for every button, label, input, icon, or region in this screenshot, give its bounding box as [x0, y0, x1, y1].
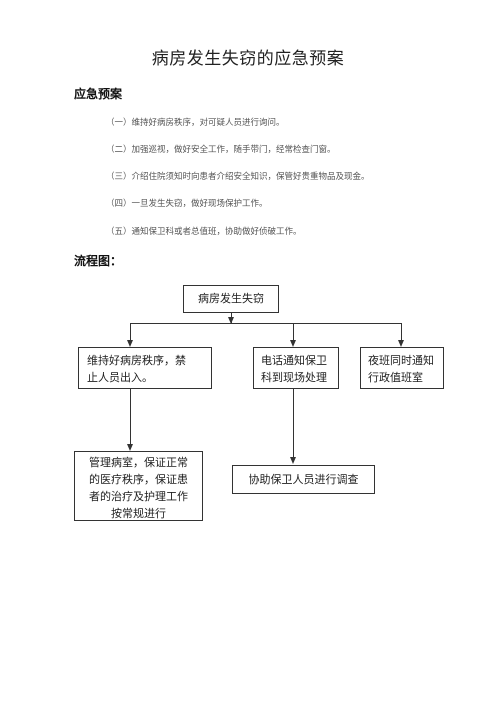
flow-box-maintain-order: 维持好病房秩序，禁 止人员出入。 — [78, 347, 212, 389]
plan-item-1: （一）维持好病房秩序，对可疑人员进行询问。 — [106, 118, 285, 128]
flow-box-assist-investigation: 协助保卫人员进行调查 — [232, 465, 375, 494]
flow-night-shift-line-1: 夜班同时通知 — [368, 354, 434, 367]
plan-heading: 应急预案 — [74, 87, 123, 101]
flow-assist-investigation-label: 协助保卫人员进行调查 — [248, 473, 359, 486]
flow-start-box: 病房发生失窃 — [183, 285, 279, 313]
flow-manage-ward-line-3: 者的治疗及护理工作 — [89, 490, 188, 503]
flow-box-manage-ward: 管理病室，保证正常 的医疗秩序，保证患 者的治疗及护理工作 按常规进行 — [74, 451, 203, 521]
flowchart-heading: 流程图： — [74, 254, 123, 268]
flow-maintain-order-line-2: 止人员出入。 — [87, 371, 153, 384]
arrow-head-left — [127, 340, 133, 347]
plan-item-5: （五）通知保卫科或者总值班，协助做好侦破工作。 — [106, 227, 302, 237]
arrow-head-right — [398, 340, 404, 347]
arrow-head-middle-down — [290, 457, 296, 464]
arrow-head-start — [228, 317, 234, 324]
flow-maintain-order-line-1: 维持好病房秩序，禁 — [87, 354, 186, 367]
plan-item-3: （三）介绍住院须知时向患者介绍安全知识，保管好贵重物品及现金。 — [106, 172, 370, 182]
flow-notify-security-line-2: 科到现场处理 — [261, 371, 327, 384]
flow-manage-ward-line-2: 的医疗秩序，保证患 — [89, 473, 188, 486]
connector-middle-down — [293, 389, 294, 462]
connector-left-down — [130, 389, 131, 449]
plan-item-2: （二）加强巡视，做好安全工作，随手带门，经常检查门窗。 — [106, 145, 336, 155]
connector-branch-left — [130, 323, 131, 340]
flow-box-notify-security: 电话通知保卫 科到现场处理 — [253, 347, 339, 389]
flow-notify-security-line-1: 电话通知保卫 — [261, 354, 327, 367]
connector-branch-right — [401, 323, 402, 340]
flow-box-night-shift: 夜班同时通知 行政值班室 — [360, 347, 444, 389]
plan-item-4: （四）一旦发生失窃，做好现场保护工作。 — [106, 199, 268, 209]
connector-branch-middle — [293, 323, 294, 340]
connector-horizontal-bar — [130, 323, 402, 324]
flow-manage-ward-line-4: 按常规进行 — [111, 507, 166, 520]
flow-start-label: 病房发生失窃 — [198, 292, 264, 305]
arrow-head-middle — [290, 340, 296, 347]
document-title: 病房发生失窃的应急预案 — [151, 49, 345, 69]
arrow-head-left-down — [127, 444, 133, 451]
flow-night-shift-line-2: 行政值班室 — [368, 371, 423, 384]
flow-manage-ward-line-1: 管理病室，保证正常 — [89, 456, 188, 469]
